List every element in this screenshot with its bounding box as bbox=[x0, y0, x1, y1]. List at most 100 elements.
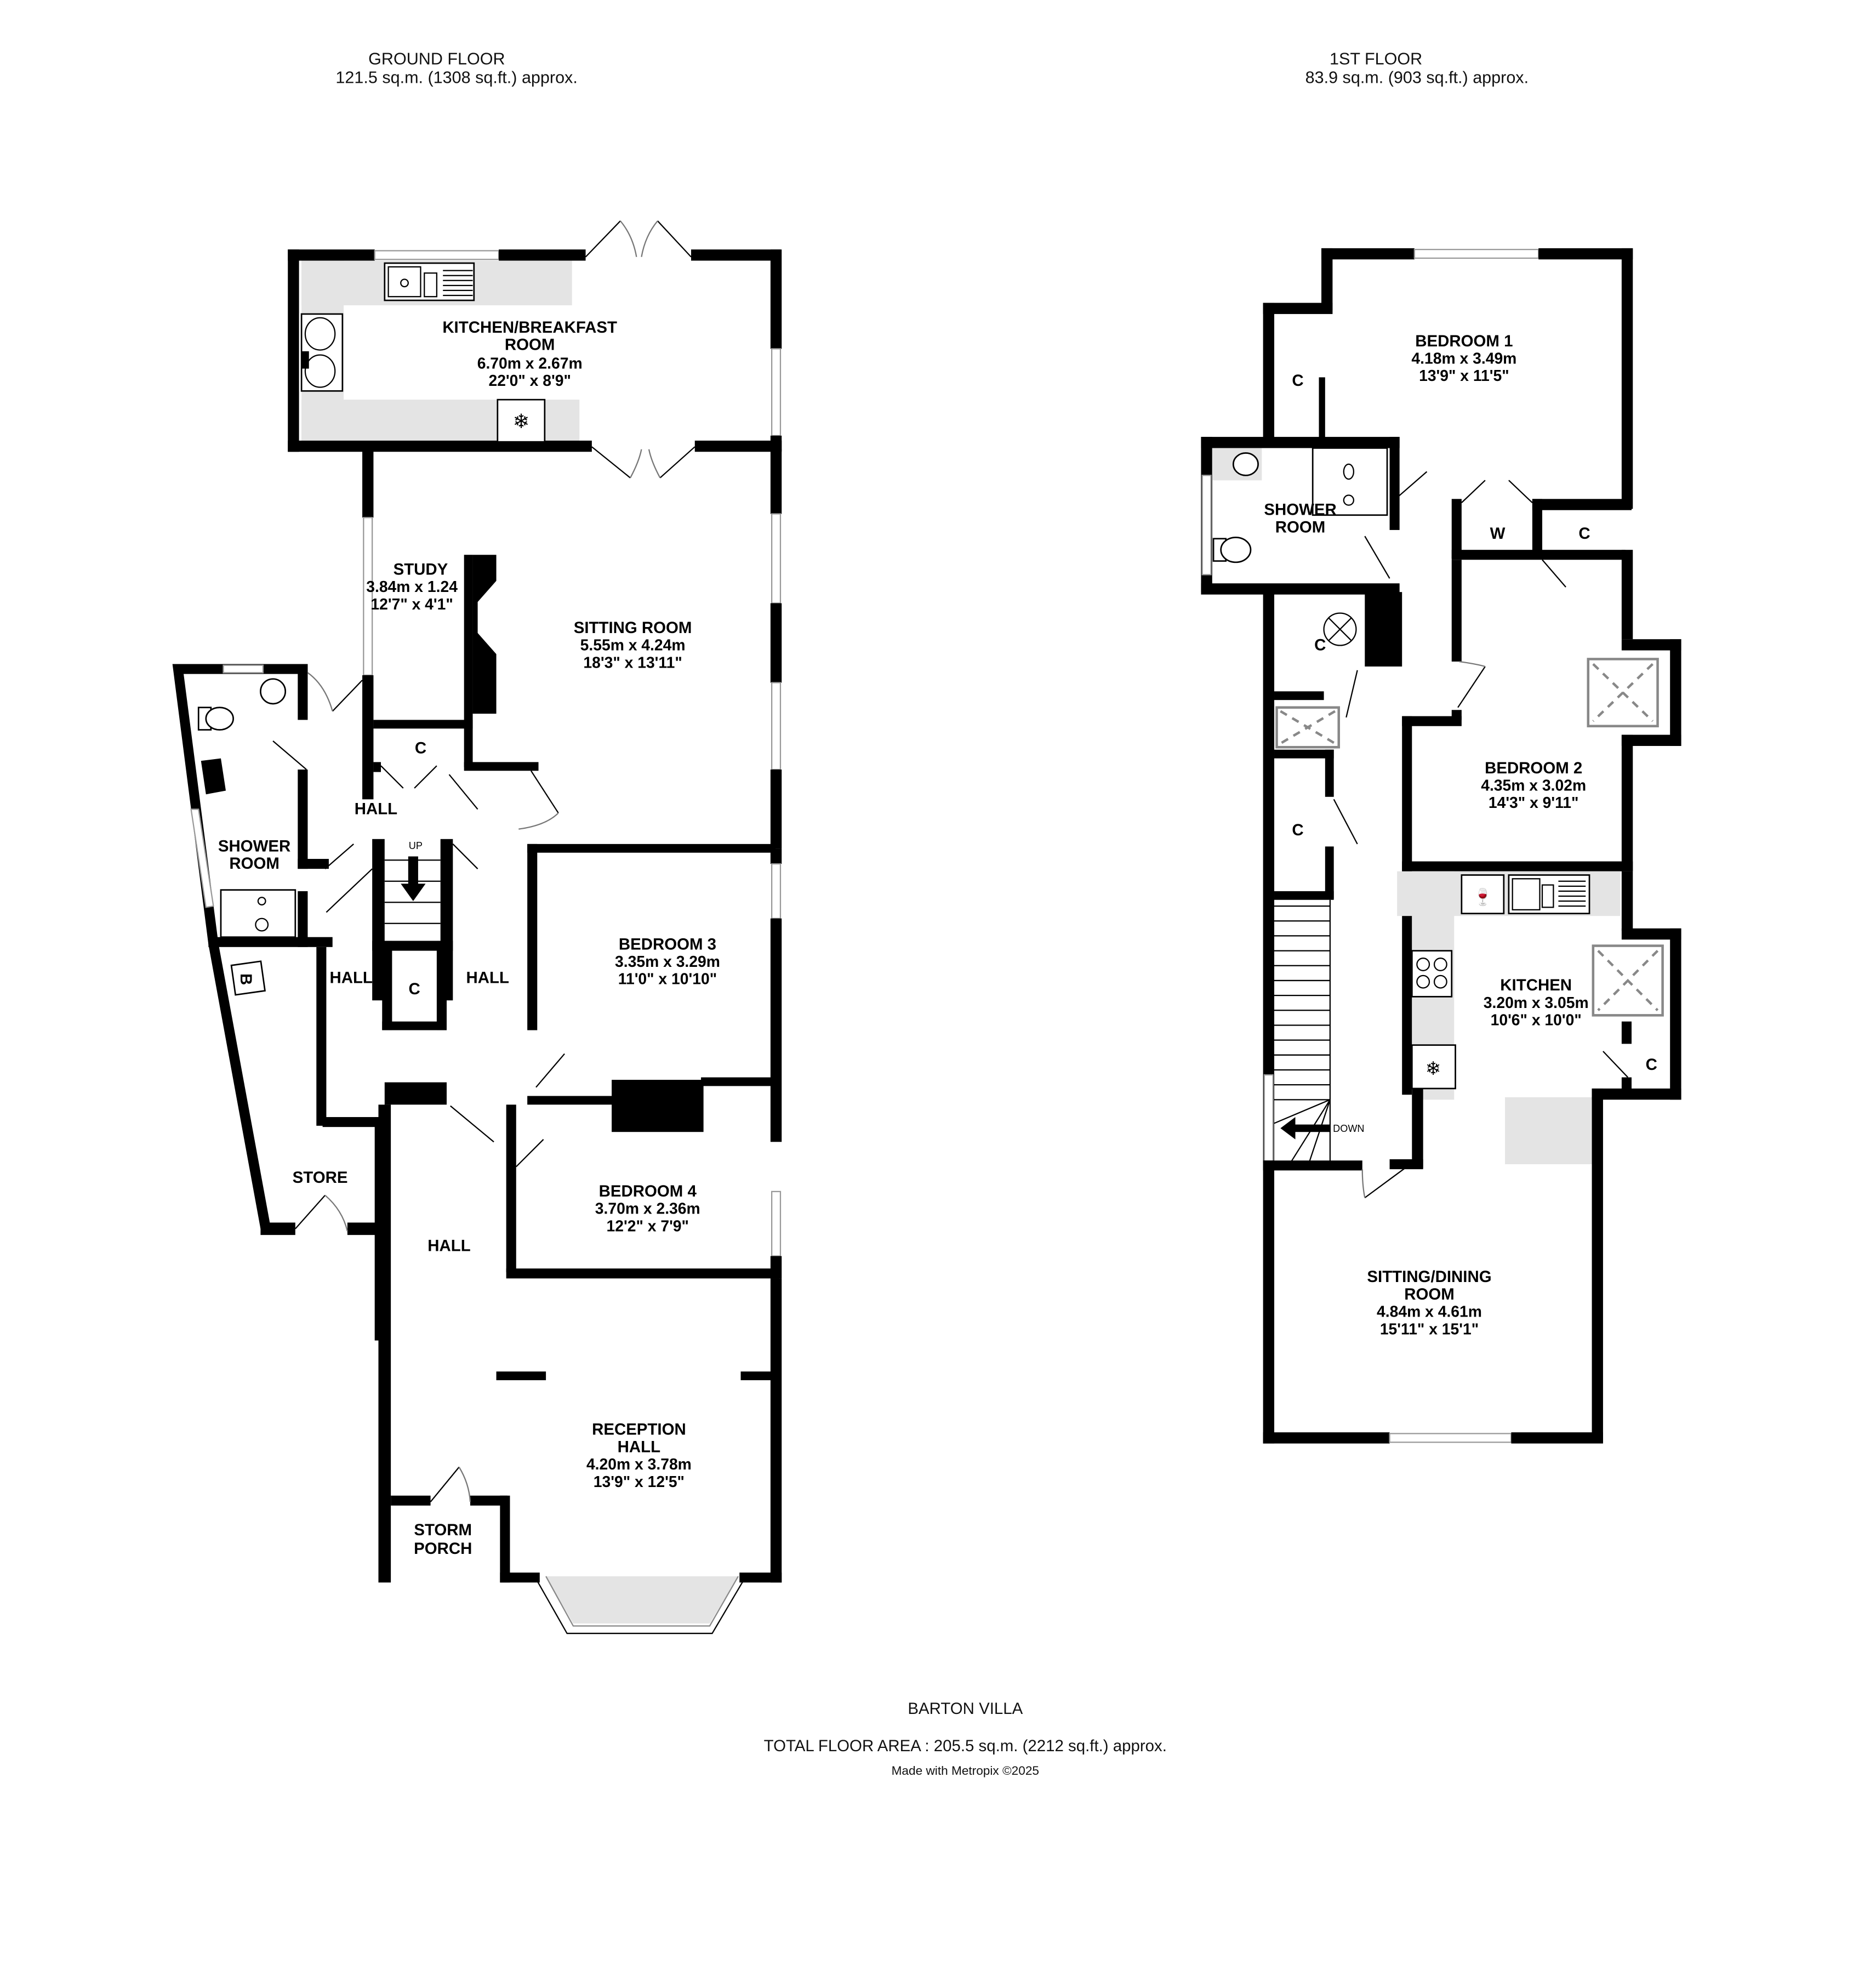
wardrobe-door bbox=[1461, 480, 1533, 503]
french-door bbox=[591, 446, 695, 478]
window bbox=[374, 250, 500, 260]
chimney bbox=[201, 758, 226, 795]
bedroom-4: BEDROOM 4 3.70m x 2.36m 12'2" x 7'9" bbox=[506, 1080, 782, 1279]
chimney bbox=[1365, 592, 1402, 667]
first-floor-plan: C BEDROOM 1 4.18m x 3.49m 13'9" x 11'5" … bbox=[1201, 248, 1681, 1444]
hall-upper: UP HALL bbox=[324, 774, 478, 1001]
door bbox=[448, 774, 478, 810]
room-imperial: 12'7" x 4'1" bbox=[370, 595, 453, 613]
door bbox=[1364, 536, 1390, 579]
room-name: HALL bbox=[466, 969, 509, 987]
door bbox=[332, 680, 363, 712]
ground-floor-title: GROUND FLOOR bbox=[368, 50, 505, 69]
room-metric: 4.35m x 3.02m bbox=[1481, 776, 1586, 794]
room-name: HALL bbox=[355, 800, 397, 818]
room-imperial: 22'0" x 8'9" bbox=[488, 372, 571, 389]
sitting-dining-room: SITTING/DINING ROOM 4.84m x 4.61m 15'11"… bbox=[1263, 1088, 1603, 1444]
door bbox=[535, 1053, 565, 1088]
first-floor-area: 83.9 sq.m. (903 sq.ft.) approx. bbox=[1305, 69, 1529, 87]
credit: Made with Metropix ©2025 bbox=[892, 1764, 1039, 1778]
window bbox=[771, 863, 782, 919]
toilet-icon bbox=[197, 707, 234, 731]
fridge-freezer-icon: ❄ bbox=[1411, 1044, 1456, 1090]
reception-hall: RECEPTION HALL 4.20m x 3.78m 13'9" x 12'… bbox=[500, 1421, 782, 1634]
dishwasher-icon: 🍷 bbox=[1461, 874, 1505, 915]
room-name: KITCHEN/BREAKFAST bbox=[442, 318, 617, 337]
bedroom-3: BEDROOM 3 3.35m x 3.29m 11'0" x 10'10" bbox=[527, 848, 782, 1142]
room-name: HALL bbox=[618, 1438, 660, 1456]
room-name: ROOM bbox=[1275, 518, 1326, 536]
room-metric: 4.20m x 3.78m bbox=[586, 1455, 692, 1473]
room-imperial: 18'3" x 13'11" bbox=[583, 653, 682, 671]
stairs-arrow-icon bbox=[1280, 1117, 1330, 1140]
room-name: ROOM bbox=[229, 855, 280, 873]
hall-lower: HALL bbox=[378, 1104, 782, 1583]
property-name: BARTON VILLA bbox=[908, 1700, 1023, 1718]
room-name: ROOM bbox=[1404, 1285, 1455, 1303]
room-name: STUDY bbox=[394, 560, 448, 578]
shower-tray-icon bbox=[220, 889, 296, 938]
door bbox=[294, 1194, 326, 1229]
svg-text:🍷: 🍷 bbox=[1473, 887, 1493, 906]
total-floor-area: TOTAL FLOOR AREA : 205.5 sq.m. (2212 sq.… bbox=[764, 1737, 1167, 1755]
ground-floor-area: 121.5 sq.m. (1308 sq.ft.) approx. bbox=[335, 69, 577, 87]
room-name: STORE bbox=[293, 1169, 348, 1187]
storm-porch: STORM PORCH bbox=[391, 1466, 508, 1558]
room-name: BEDROOM 4 bbox=[599, 1182, 697, 1200]
window bbox=[771, 348, 782, 436]
window bbox=[771, 682, 782, 771]
first-shower-room: SHOWER ROOM bbox=[1201, 437, 1400, 595]
kitchen-breakfast-room: ❄ KITCHEN/BREAKFAST ROOM 6.70m x 2.67m 2… bbox=[288, 220, 782, 478]
room-metric: 3.70m x 2.36m bbox=[595, 1200, 700, 1217]
room-imperial: 11'0" x 10'10" bbox=[618, 970, 717, 988]
room-metric: 4.18m x 3.49m bbox=[1411, 349, 1516, 367]
fridge-freezer-icon: ❄ bbox=[497, 398, 546, 443]
cupboard-label: C bbox=[1646, 1056, 1657, 1074]
room-imperial: 13'9" x 11'5" bbox=[1419, 367, 1509, 384]
stairs-label: UP bbox=[409, 840, 423, 851]
first-floor-header: 1ST FLOOR 83.9 sq.m. (903 sq.ft.) approx… bbox=[1305, 50, 1529, 87]
room-name: ROOM bbox=[505, 336, 555, 354]
window bbox=[1413, 249, 1539, 259]
hall-mid: C HALL HALL bbox=[316, 844, 776, 1127]
boiler-label: B bbox=[237, 973, 255, 985]
room-metric: 3.84m x 1.24 bbox=[366, 578, 458, 595]
skylight-icon bbox=[1592, 944, 1664, 1017]
svg-text:❄: ❄ bbox=[513, 409, 529, 433]
room-imperial: 10'6" x 10'0" bbox=[1491, 1011, 1582, 1028]
wardrobe-label: W bbox=[1490, 525, 1506, 543]
skylight-icon bbox=[1275, 706, 1340, 749]
room-metric: 5.55m x 4.24m bbox=[580, 636, 686, 654]
door bbox=[272, 740, 307, 770]
room-name: SITTING/DINING bbox=[1367, 1268, 1491, 1286]
door bbox=[452, 844, 478, 869]
room-name: STORM bbox=[414, 1521, 472, 1539]
toilet-icon bbox=[1212, 537, 1252, 563]
sitting-room: C STUDY 3.84m x 1.24 12'7" x 4'1" SITTIN… bbox=[362, 449, 782, 849]
room-name: BEDROOM 1 bbox=[1415, 332, 1513, 350]
window bbox=[190, 808, 214, 908]
chimney-breast bbox=[612, 1080, 704, 1132]
first-stairs: DOWN bbox=[1263, 899, 1365, 1165]
chimney-breast bbox=[472, 555, 497, 714]
cupboard-door bbox=[1333, 799, 1358, 845]
bedroom-1: C BEDROOM 1 4.18m x 3.49m 13'9" x 11'5" … bbox=[1263, 248, 1633, 588]
landing-cupboards: C C bbox=[1263, 592, 1402, 1163]
room-name: RECEPTION bbox=[592, 1421, 686, 1439]
sink-icon bbox=[1508, 874, 1590, 915]
door bbox=[324, 843, 354, 869]
room-imperial: 15'11" x 15'1" bbox=[1380, 1320, 1479, 1337]
room-name: BEDROOM 2 bbox=[1485, 759, 1582, 777]
ground-floor-header: GROUND FLOOR 121.5 sq.m. (1308 sq.ft.) a… bbox=[335, 50, 577, 87]
door bbox=[1398, 471, 1428, 497]
window bbox=[771, 513, 782, 604]
stairs-arrow-icon bbox=[401, 856, 426, 902]
door bbox=[1457, 666, 1486, 708]
hob-icon bbox=[1411, 950, 1453, 998]
sink-icon bbox=[384, 262, 475, 301]
window bbox=[1263, 1074, 1274, 1165]
room-metric: 4.84m x 4.61m bbox=[1377, 1303, 1482, 1320]
front-door[interactable] bbox=[430, 1466, 460, 1502]
door bbox=[1364, 1162, 1412, 1199]
